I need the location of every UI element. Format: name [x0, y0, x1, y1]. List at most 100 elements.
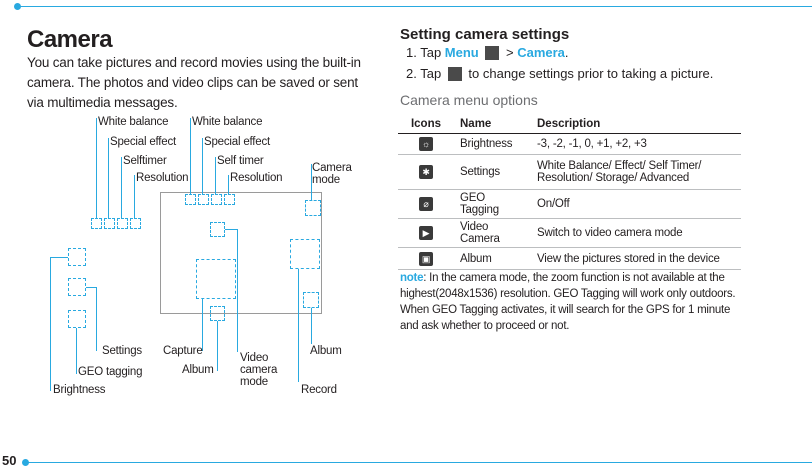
page-number: 50: [2, 453, 17, 468]
album-hotspot-right: [303, 292, 319, 308]
leader-line: [215, 157, 216, 194]
brightness-hotspot: [68, 248, 86, 266]
white-balance-hotspot-right: [185, 194, 196, 205]
leader-line: [50, 257, 51, 391]
leader-line: [96, 118, 97, 218]
table-row: ✱ Settings White Balance/ Effect/ Self T…: [398, 154, 741, 190]
row-name: GEO Tagging: [454, 189, 531, 219]
row-description: -3, -2, -1, 0, +1, +2, +3: [531, 133, 741, 155]
geo-tagging-hotspot: [68, 278, 86, 296]
step-2: 2. Tap to change settings prior to takin…: [406, 66, 713, 81]
settings-hotspot: [68, 310, 86, 328]
top-rule: [18, 6, 812, 7]
options-title: Camera menu options: [400, 92, 538, 108]
album-hotspot-center: [210, 306, 225, 321]
step-1-separator: >: [502, 45, 518, 60]
geo-tagging-icon: ⌀: [419, 197, 433, 211]
icon-cell: ✱: [398, 154, 454, 190]
row-description: View the pictures stored in the device: [531, 247, 741, 270]
label-record: Record: [301, 384, 337, 396]
table-row: ▣ Album View the pictures stored in the …: [398, 247, 741, 270]
row-description: White Balance/ Effect/ Self Timer/ Resol…: [531, 154, 741, 190]
leader-line: [50, 257, 68, 258]
bottom-rule-dot: [22, 459, 29, 466]
settings-icon: ✱: [419, 165, 433, 179]
label-resolution-left: Resolution: [136, 172, 189, 184]
step-2-prefix: 2. Tap: [406, 66, 445, 81]
note-text: note: In the camera mode, the zoom funct…: [400, 270, 745, 334]
icon-cell: ☼: [398, 133, 454, 155]
camera-screen-outline: [160, 192, 322, 314]
leader-line: [311, 164, 312, 200]
video-camera-mode-hotspot: [210, 222, 225, 237]
header-icons: Icons: [398, 115, 454, 134]
row-name: Album: [454, 247, 531, 270]
icon-cell: ▣: [398, 247, 454, 270]
label-album-center: Album: [182, 364, 214, 376]
header-description: Description: [531, 115, 741, 134]
leader-line: [217, 321, 218, 371]
table-row: ☼ Brightness -3, -2, -1, 0, +1, +2, +3: [398, 133, 741, 155]
note-body: : In the camera mode, the zoom function …: [400, 272, 736, 332]
camera-mode-hotspot: [305, 200, 321, 216]
header-name: Name: [454, 115, 531, 134]
label-album-right: Album: [310, 345, 342, 357]
resolution-hotspot-right: [224, 194, 235, 205]
leader-line: [108, 138, 109, 218]
leader-line: [190, 118, 191, 194]
record-hotspot: [290, 239, 320, 269]
settings-icon: [447, 67, 462, 81]
selftimer-hotspot: [117, 218, 128, 229]
label-special-effect-left: Special effect: [110, 136, 177, 148]
album-icon: ▣: [419, 251, 433, 266]
brightness-icon: ☼: [419, 137, 433, 151]
leader-line: [298, 269, 299, 382]
label-brightness: Brightness: [53, 384, 106, 396]
label-geo-tagging: GEO tagging: [78, 366, 143, 378]
bottom-rule: [26, 462, 812, 463]
row-name: Brightness: [454, 133, 531, 155]
leader-line: [121, 157, 122, 218]
label-camera-mode: Camera mode: [312, 162, 352, 186]
row-name: Video Camera: [454, 218, 531, 248]
menu-icon: [485, 46, 500, 60]
icon-cell: ▶: [398, 218, 454, 248]
table-header-row: Icons Name Description: [398, 115, 741, 134]
step-2-text: to change settings prior to taking a pic…: [464, 66, 714, 81]
icon-cell: ⌀: [398, 189, 454, 219]
label-capture: Capture: [163, 345, 203, 357]
leader-line: [86, 287, 96, 288]
intro-text: You can take pictures and record movies …: [27, 55, 361, 110]
leader-line: [311, 308, 312, 344]
step-1-end: .: [564, 45, 569, 60]
note-label: note: [400, 272, 424, 284]
label-white-balance-right: White balance: [192, 116, 263, 128]
leader-line: [202, 138, 203, 194]
label-selftimer: Selftimer: [123, 155, 167, 167]
video-camera-icon: ▶: [419, 226, 433, 240]
special-effect-hotspot-left: [104, 218, 115, 229]
camera-options-table: Icons Name Description ☼ Brightness -3, …: [398, 115, 741, 270]
camera-keyword: Camera: [517, 45, 565, 60]
label-white-balance-left: White balance: [98, 116, 169, 128]
leader-line: [225, 229, 237, 230]
table-row: ▶ Video Camera Switch to video camera mo…: [398, 218, 741, 248]
label-special-effect-right: Special effect: [204, 136, 271, 148]
menu-keyword: Menu: [444, 45, 479, 60]
label-settings: Settings: [102, 345, 142, 357]
capture-hotspot: [196, 259, 236, 299]
leader-line: [134, 175, 135, 218]
row-description: Switch to video camera mode: [531, 218, 741, 248]
step-1-prefix: 1. Tap: [406, 45, 445, 60]
leader-line: [228, 175, 229, 194]
leader-line: [76, 328, 77, 374]
leader-line: [237, 229, 238, 352]
step-1: 1. Tap Menu > Camera.: [406, 45, 569, 60]
section-title: Setting camera settings: [400, 26, 570, 43]
label-video-camera-mode: Video camera mode: [240, 352, 278, 388]
row-description: On/Off: [531, 189, 741, 219]
table-row: ⌀ GEO Tagging On/Off: [398, 189, 741, 219]
self-timer-hotspot: [211, 194, 222, 205]
white-balance-hotspot-left: [91, 218, 102, 229]
leader-line: [96, 287, 97, 351]
